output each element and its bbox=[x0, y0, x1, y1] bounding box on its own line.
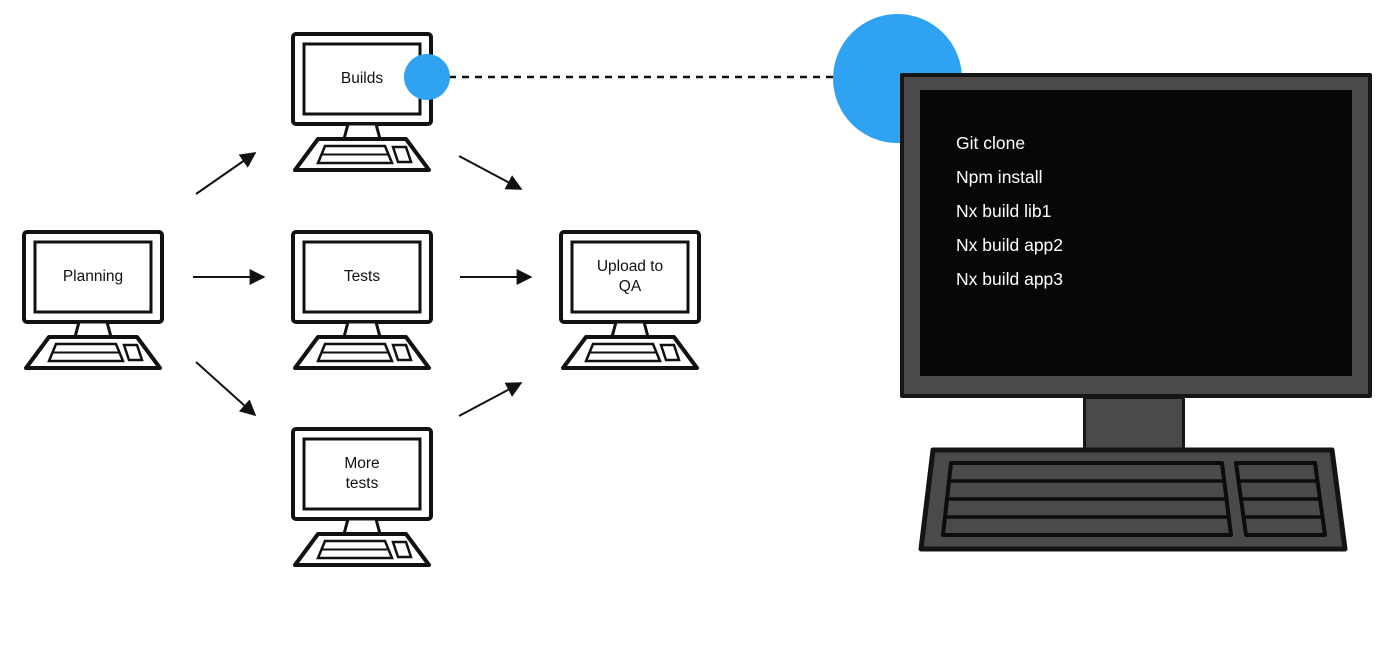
node-label: Planning bbox=[62, 268, 124, 286]
highlight-circle-small bbox=[404, 54, 450, 100]
node-label: More tests bbox=[344, 455, 380, 492]
keyboard-icon bbox=[918, 447, 1348, 552]
terminal-screen: Git clone Npm install Nx build lib1 Nx b… bbox=[920, 90, 1352, 376]
terminal-monitor: Git clone Npm install Nx build lib1 Nx b… bbox=[900, 73, 1372, 398]
node-label: Tests bbox=[343, 268, 381, 286]
node-planning: Planning bbox=[20, 228, 166, 372]
node-upload-qa: Upload to QA bbox=[557, 228, 703, 372]
arrow-more-tests-to-upload bbox=[458, 382, 523, 417]
node-label: Upload to QA bbox=[596, 258, 664, 295]
terminal-line: Npm install bbox=[956, 167, 1043, 187]
terminal-line: Nx build app2 bbox=[956, 235, 1064, 255]
node-more-tests: More tests bbox=[289, 425, 435, 569]
arrow-builds-to-upload bbox=[458, 155, 523, 190]
terminal-line: Nx build lib1 bbox=[956, 201, 1052, 221]
arrow-planning-to-builds bbox=[195, 152, 257, 195]
node-builds: Builds bbox=[289, 30, 435, 174]
node-tests: Tests bbox=[289, 228, 435, 372]
arrow-planning-to-more-tests bbox=[195, 361, 257, 417]
monitor-stand bbox=[1083, 396, 1185, 452]
node-label: Builds bbox=[340, 70, 384, 88]
terminal-line: Git clone bbox=[956, 133, 1026, 153]
terminal-line: Nx build app3 bbox=[956, 269, 1064, 289]
